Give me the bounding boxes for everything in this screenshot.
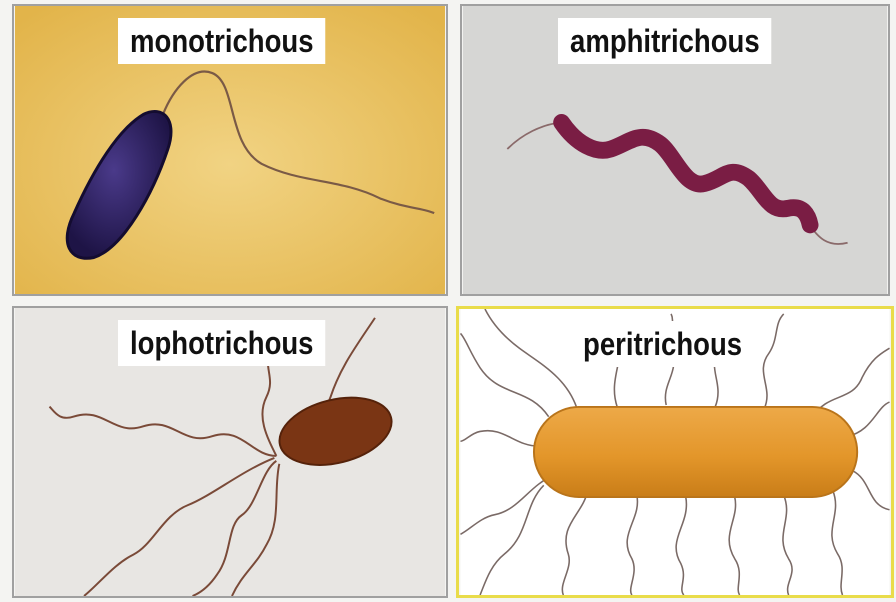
peritrichous-label: peritrichous [571, 321, 754, 367]
amphitrichous-label: amphitrichous [558, 18, 772, 64]
panel-monotrichous: monotrichous [12, 4, 448, 296]
panel-lophotrichous: lophotrichous [12, 306, 448, 598]
bacterium-cell [534, 407, 857, 497]
panel-amphitrichous: amphitrichous [460, 4, 890, 296]
monotrichous-label: monotrichous [118, 18, 326, 64]
panel-peritrichous: peritrichous [456, 306, 894, 598]
lophotrichous-label: lophotrichous [118, 320, 326, 366]
